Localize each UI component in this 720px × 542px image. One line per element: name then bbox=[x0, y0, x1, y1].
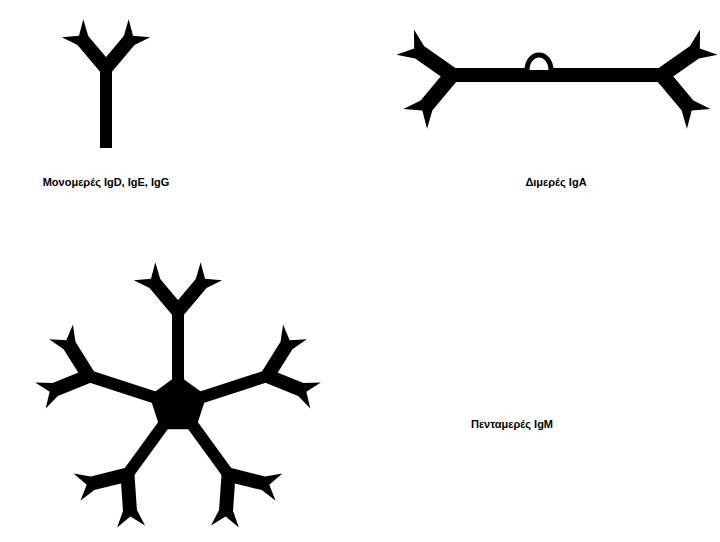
caption-label: Πενταμερές IgM bbox=[471, 418, 553, 431]
monomer-antibody bbox=[62, 19, 150, 148]
caption-label: Διμερές IgA bbox=[525, 176, 586, 189]
caption-label: Μονομερές IgD, IgE, IgG bbox=[43, 176, 170, 189]
pentamer-antibody bbox=[29, 262, 328, 540]
dimer-antibody bbox=[396, 30, 717, 129]
